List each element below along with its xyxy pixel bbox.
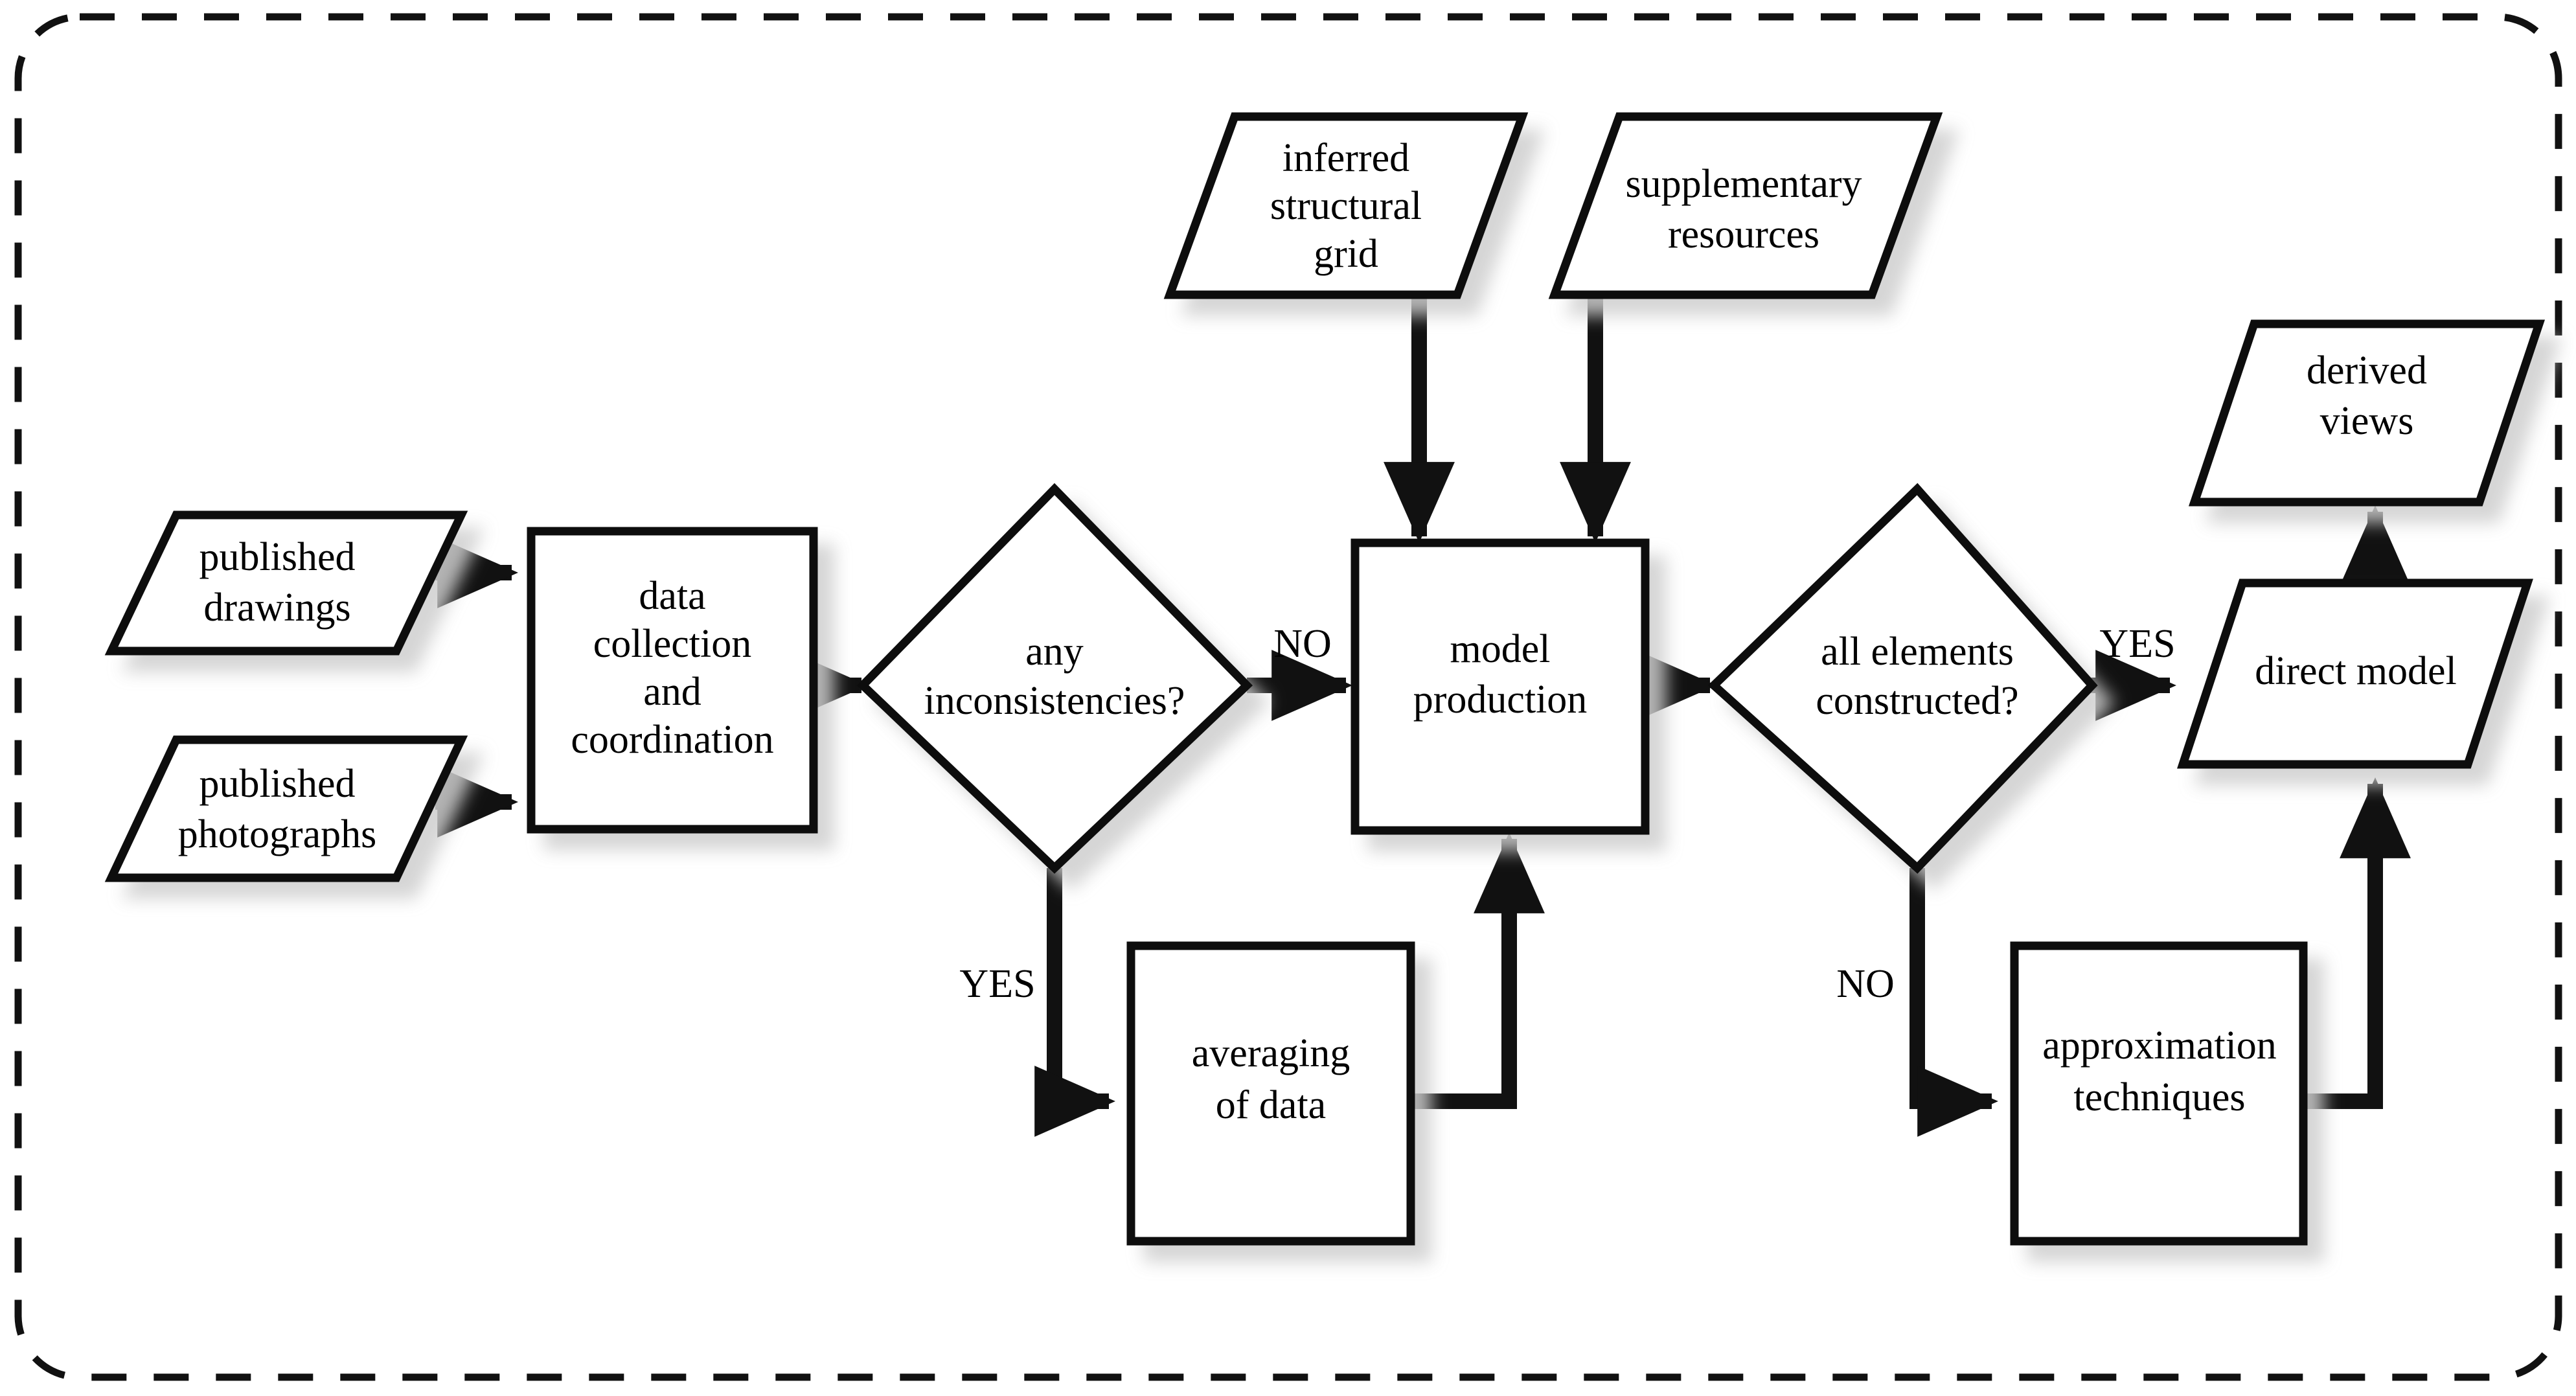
- node-label-published-photographs-line2: photographs: [178, 812, 377, 856]
- node-label-derived-views-line2: views: [2320, 399, 2414, 443]
- node-all-elements-constructed[interactable]: all elements constructed?: [1707, 483, 2098, 875]
- edge-constructed-no-to-approximation: [1909, 868, 1998, 1137]
- diagram-frame: [14, 13, 2562, 1381]
- node-label-grid-line1: inferred: [1282, 136, 1409, 180]
- node-derived-views[interactable]: derived views: [2188, 319, 2546, 507]
- node-label-published-photographs-line1: published: [199, 762, 355, 806]
- node-label-approximation-line1: approximation: [2042, 1024, 2277, 1068]
- node-label-any-inconsistencies-line2: inconsistencies?: [924, 679, 1185, 723]
- node-label-grid-line2: structural: [1270, 184, 1422, 228]
- edge-label-constructed-no: NO: [1836, 962, 1895, 1006]
- node-direct-model[interactable]: direct model: [2177, 578, 2533, 769]
- node-label-data-collection-line2: collection: [593, 622, 751, 666]
- node-label-supplementary-line1: supplementary: [1625, 162, 1862, 206]
- node-supplementary-resources[interactable]: supplementary resources: [1548, 112, 1943, 299]
- edge-label-inconsistencies-yes: YES: [959, 962, 1035, 1006]
- node-model-production[interactable]: model production: [1351, 538, 1650, 835]
- node-published-photographs[interactable]: published photographs: [104, 735, 468, 882]
- node-averaging-of-data[interactable]: averaging of data: [1126, 941, 1415, 1246]
- node-label-averaging-line2: of data: [1216, 1083, 1326, 1127]
- node-label-data-collection-line3: and: [643, 670, 701, 714]
- node-inferred-structural-grid[interactable]: inferred structural grid: [1163, 112, 1529, 299]
- node-label-approximation-line2: techniques: [2073, 1075, 2245, 1119]
- node-label-derived-views-line1: derived: [2307, 349, 2427, 393]
- edge-inconsistencies-yes-to-averaging: [1034, 868, 1115, 1137]
- node-label-data-collection-line4: coordination: [571, 718, 773, 762]
- node-label-constructed-line2: constructed?: [1816, 679, 2018, 723]
- node-any-inconsistencies[interactable]: any inconsistencies?: [856, 483, 1253, 874]
- node-label-averaging-line1: averaging: [1192, 1031, 1350, 1075]
- node-published-drawings[interactable]: published drawings: [104, 510, 468, 656]
- edge-averaging-to-model: [1411, 832, 1545, 1109]
- node-label-any-inconsistencies-line1: any: [1025, 630, 1084, 674]
- edge-approximation-to-direct-model: [2301, 777, 2411, 1109]
- node-label-published-drawings-line2: drawings: [203, 586, 350, 630]
- node-label-supplementary-line2: resources: [1668, 212, 1819, 257]
- node-data-collection[interactable]: data collection and coordination: [527, 527, 818, 834]
- edge-label-constructed-yes: YES: [2099, 622, 2175, 666]
- node-approximation-techniques[interactable]: approximation techniques: [2010, 941, 2308, 1246]
- node-label-direct-model: direct model: [2255, 649, 2457, 693]
- node-label-constructed-line1: all elements: [1821, 630, 2014, 674]
- node-label-published-drawings-line1: published: [199, 535, 355, 579]
- node-label-grid-line3: grid: [1314, 232, 1378, 276]
- node-label-model-production-line1: model: [1450, 627, 1551, 671]
- node-label-data-collection-line1: data: [639, 574, 705, 618]
- node-label-model-production-line2: production: [1413, 678, 1588, 722]
- edge-label-inconsistencies-no: NO: [1273, 622, 1332, 666]
